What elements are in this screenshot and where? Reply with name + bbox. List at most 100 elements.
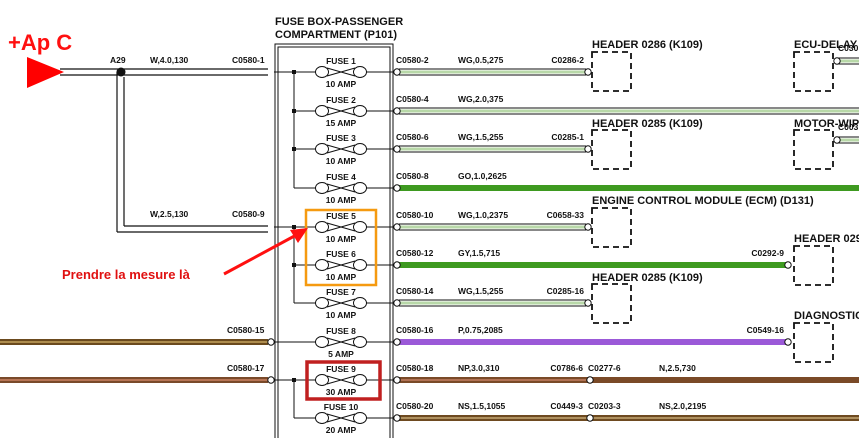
fuse-link-icon xyxy=(326,260,356,270)
from-connector: C0580-10 xyxy=(396,210,434,220)
wire-spec: N,2.5,730 xyxy=(659,363,696,373)
fuse-name: FUSE 3 xyxy=(326,133,356,143)
fuse-link-icon xyxy=(326,106,356,116)
connector-pin-icon xyxy=(584,68,592,76)
to-connector: C0286-2 xyxy=(551,55,584,65)
component-label: HEADER 029 xyxy=(794,233,859,245)
component-label: MOTOR-WIP xyxy=(794,118,859,130)
connector-pin-icon xyxy=(833,57,841,65)
component-3: HEADER 0285 (K109) xyxy=(591,118,703,170)
annotation-arrow-icon xyxy=(223,228,308,276)
fuse-link-icon xyxy=(326,413,356,423)
wire-spec: WG,0.5,275 xyxy=(458,55,504,65)
component-outline xyxy=(793,322,834,363)
fuse-link-icon xyxy=(353,221,367,233)
component-1: HEADER 0286 (K109) xyxy=(591,39,703,92)
from-connector: C0580-2 xyxy=(396,55,429,65)
from-connector: C0580-6 xyxy=(396,132,429,142)
fuse-rating: 20 AMP xyxy=(326,425,357,435)
connector-pin-icon xyxy=(584,299,592,307)
input-connector: C0580-17 xyxy=(227,363,265,373)
wire-spec: NP,3.0,310 xyxy=(458,363,500,373)
fuse-8: FUSE 85 AMP xyxy=(274,326,393,359)
wire-spec: WG,1.5,255 xyxy=(458,286,504,296)
from-connector: C0580-12 xyxy=(396,248,434,258)
fuse-box-title: FUSE BOX-PASSENGER xyxy=(275,16,403,28)
fuse-link-icon xyxy=(353,182,367,194)
fuse-link-icon xyxy=(326,298,356,308)
fuse-4: FUSE 4 10 AMP xyxy=(294,172,393,205)
feed-connector: C0580-9 xyxy=(232,209,265,219)
from-connector: C0580-18 xyxy=(396,363,434,373)
feed-wire-spec: W,2.5,130 xyxy=(150,209,189,219)
fuse-name: FUSE 4 xyxy=(326,172,356,182)
component-outline xyxy=(793,51,834,92)
connector-pin-icon xyxy=(267,376,275,384)
junction-dot xyxy=(292,70,296,74)
wire-spec: WG,2.0,375 xyxy=(458,94,504,104)
connector-pin-icon xyxy=(393,223,401,231)
to-connector: C0549-16 xyxy=(747,325,785,335)
fuse-name: FUSE 9 xyxy=(326,364,356,374)
feed-wire-spec: W,4.0,130 xyxy=(150,55,189,65)
fuse-box-outline xyxy=(274,43,394,438)
fuse-rating: 10 AMP xyxy=(326,195,357,205)
component-label: HEADER 0285 (K109) xyxy=(592,272,703,284)
from-connector: C0580-4 xyxy=(396,94,429,104)
fuse-name: FUSE 2 xyxy=(326,95,356,105)
source-label: +Ap C xyxy=(8,30,72,55)
component-label: ECU-DELAY xyxy=(794,39,858,51)
to-connector: C0285-1 xyxy=(551,132,584,142)
junction-dot xyxy=(292,147,296,151)
fuse-link-icon xyxy=(353,259,367,271)
feed-wire-main xyxy=(60,68,268,76)
fuse-rating: 10 AMP xyxy=(326,272,357,282)
wire-spec: GO,1.0,2625 xyxy=(458,171,507,181)
component-7: HEADER 0285 (K109) xyxy=(591,272,703,324)
fuse-rating: 10 AMP xyxy=(326,79,357,89)
fuse-link-icon xyxy=(315,66,329,78)
fuse-link-icon xyxy=(353,374,367,386)
fuse-2: FUSE 215 AMP xyxy=(292,95,393,128)
highlight-fuse-9 xyxy=(305,360,382,401)
fuse-name: FUSE 7 xyxy=(326,287,356,297)
fuse-rating: 30 AMP xyxy=(326,387,357,397)
fuse-link-icon xyxy=(315,297,329,309)
to-connector: C0786-6 xyxy=(550,363,583,373)
component-8: DIAGNOSTIC xyxy=(793,310,859,363)
component-pin: C003 xyxy=(838,122,859,132)
feed-connector: C0580-1 xyxy=(232,55,265,65)
component-label: DIAGNOSTIC xyxy=(794,310,859,322)
fuse-link-icon xyxy=(315,143,329,155)
junction-dot xyxy=(292,263,296,267)
connector-pin-icon xyxy=(393,299,401,307)
component-outline xyxy=(591,129,632,170)
output-wire-1: C0580-2 WG,0.5,275 C0286-2 xyxy=(393,55,592,76)
junction-dot xyxy=(292,109,296,113)
connector-pin-icon xyxy=(586,376,594,384)
wire-spec: NS,2.0,2195 xyxy=(659,401,707,411)
fuse-link-icon xyxy=(353,297,367,309)
connector-pin-icon xyxy=(393,414,401,422)
fuse-1: FUSE 110 AMP xyxy=(274,56,393,89)
to-connector: C0658-33 xyxy=(547,210,585,220)
wire-spec: GY,1.5,715 xyxy=(458,248,500,258)
fuse-link-icon xyxy=(315,374,329,386)
fuse-box-subtitle: COMPARTMENT (P101) xyxy=(275,29,397,41)
splice-label: A29 xyxy=(110,55,126,65)
connector-pin-icon xyxy=(393,68,401,76)
fuse-3: FUSE 310 AMP xyxy=(292,133,393,166)
fuse-link-icon xyxy=(315,105,329,117)
component-5: ENGINE CONTROL MODULE (ECM) (D131) xyxy=(591,195,814,248)
wire-spec: NS,1.5,1055 xyxy=(458,401,506,411)
fuse-link-icon xyxy=(315,336,329,348)
from-connector: C0580-20 xyxy=(396,401,434,411)
